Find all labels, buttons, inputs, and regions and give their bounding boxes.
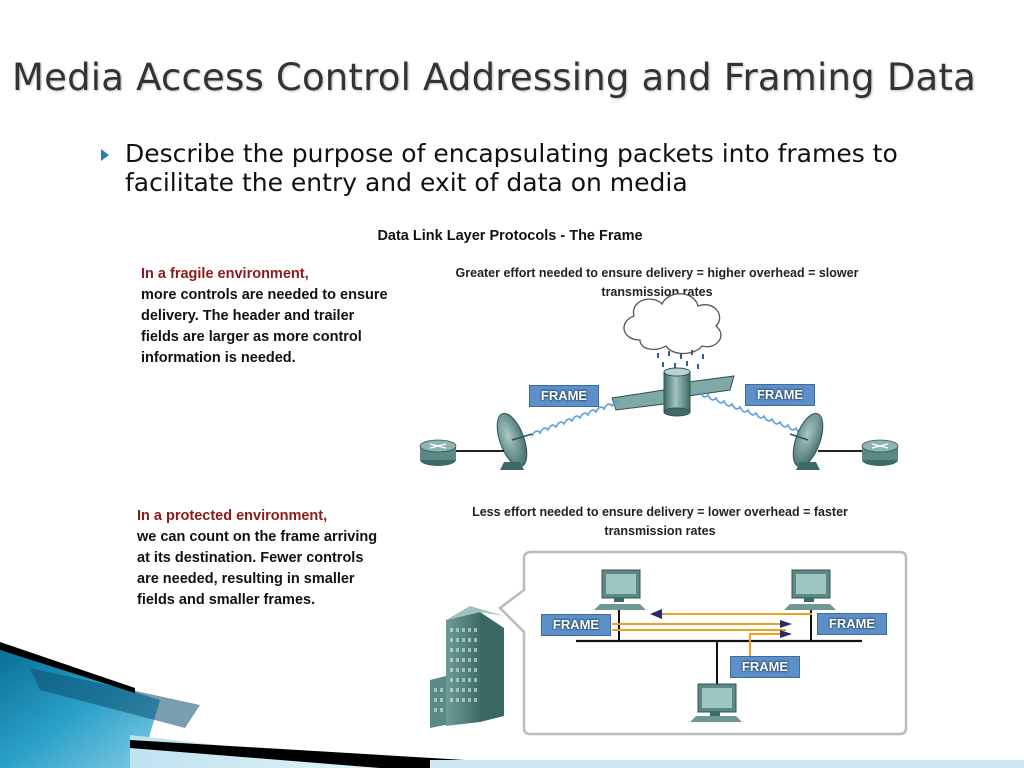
frame-label-bottom-center: FRAME: [730, 656, 800, 678]
fragile-body: more controls are needed to ensure deliv…: [141, 287, 388, 366]
slide-title: Media Access Control Addressing and Fram…: [12, 56, 976, 99]
frame-label-top-left: FRAME: [529, 385, 599, 407]
bullet-arrow-icon: [101, 149, 109, 161]
figure-title: Data Link Layer Protocols - The Frame: [377, 228, 643, 244]
fragile-caption: Greater effort needed to ensure delivery…: [455, 266, 859, 299]
corner-swoosh-decoration: [0, 642, 1024, 768]
fragile-lead: In a fragile environment,: [141, 266, 309, 282]
protected-lead: In a protected environment,: [137, 508, 328, 524]
frame-label-bottom-right: FRAME: [817, 613, 887, 635]
frame-label-top-right: FRAME: [745, 384, 815, 406]
protected-description: In a protected environment, we can count…: [137, 506, 387, 611]
frame-label-bottom-left: FRAME: [541, 614, 611, 636]
bullet-text: Describe the purpose of encapsulating pa…: [125, 139, 898, 197]
protected-body: we can count on the frame arriving at it…: [137, 529, 378, 608]
protected-caption: Less effort needed to ensure delivery = …: [472, 505, 848, 538]
fragile-description: In a fragile environment, more controls …: [141, 264, 391, 369]
